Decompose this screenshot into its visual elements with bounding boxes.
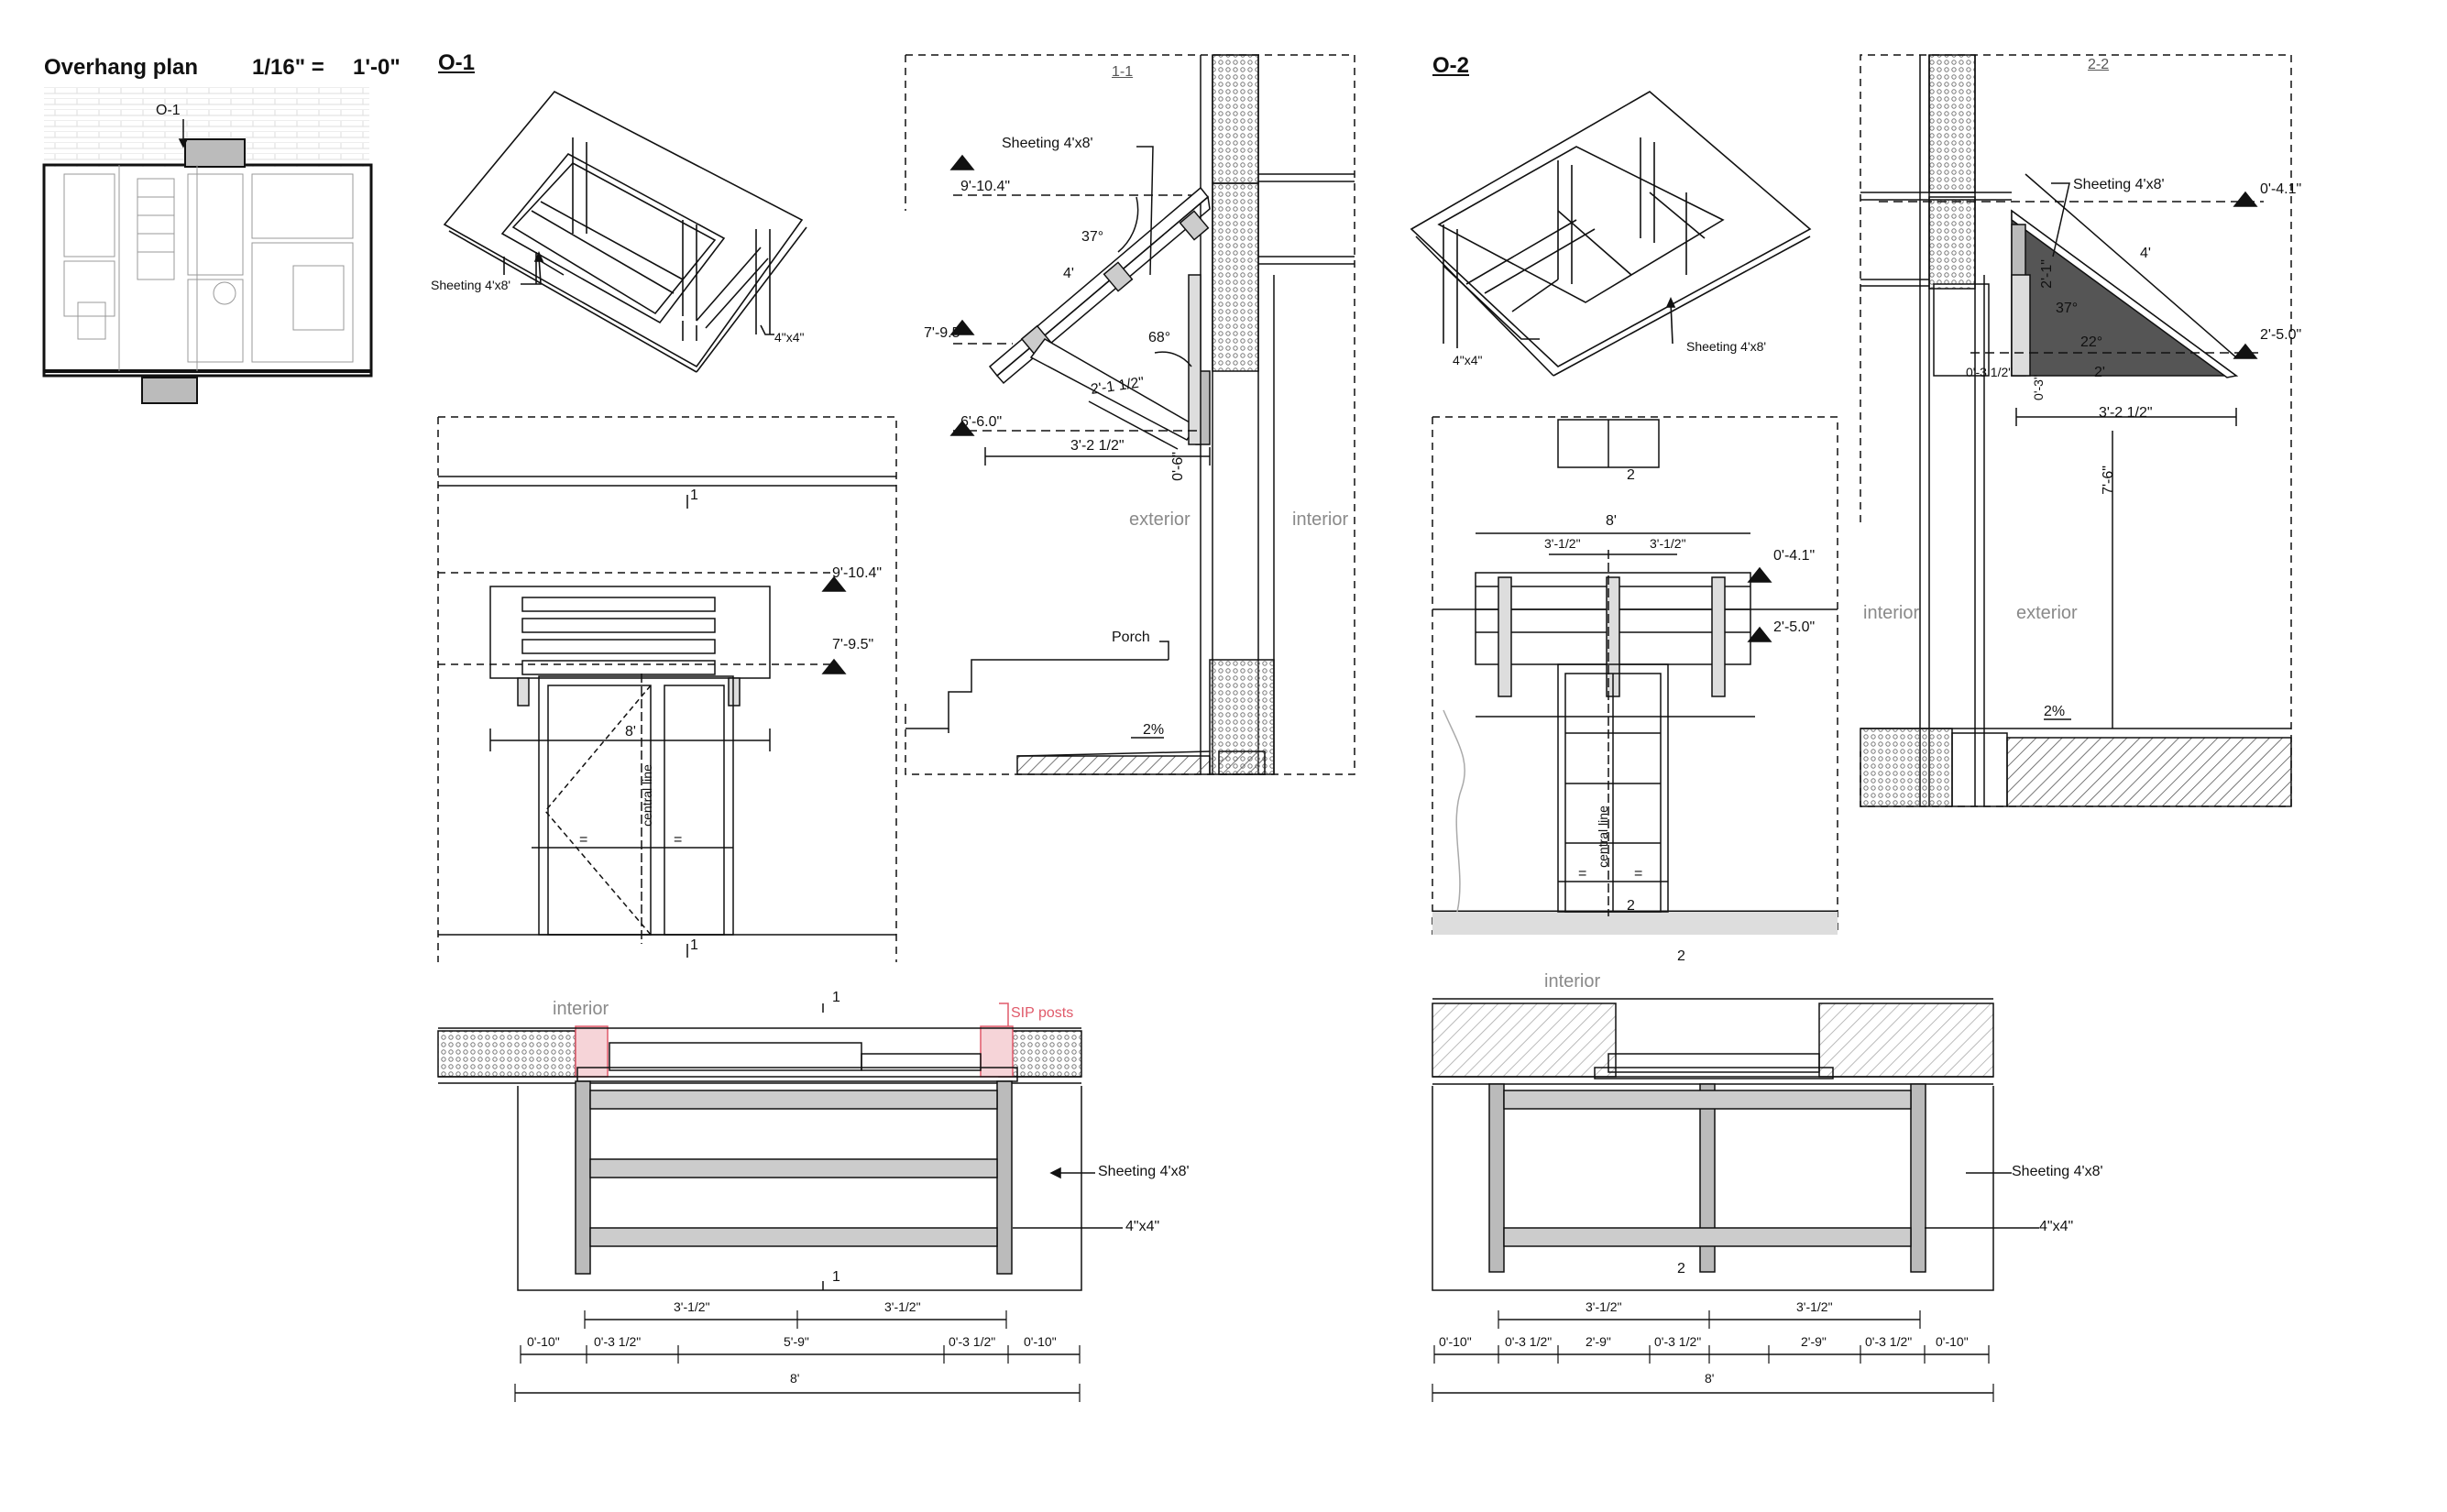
scale-right: 1'-0"	[353, 55, 401, 80]
s22-len-4: 4'	[2140, 246, 2151, 261]
o1-dim-59: 5'-9"	[784, 1334, 809, 1349]
s22-len-3212: 3'-2 1/2"	[2099, 405, 2153, 421]
o2-iso-post-label: 4"x4"	[1453, 353, 1483, 367]
o2-elev-eq-right: =	[1634, 866, 1643, 882]
s22-slope-label: 2%	[2044, 704, 2066, 719]
s11-el-660: 6'-6.0"	[960, 414, 1003, 430]
o2-plan-interior-label: interior	[1544, 971, 1601, 992]
s11-el-9104: 9'-10.4"	[960, 179, 1011, 194]
o1-isometric	[443, 90, 807, 373]
o2-dim-0312-a: 0'-3 1/2"	[1505, 1334, 1553, 1349]
o1-dim-312-a: 3'-1/2"	[674, 1299, 710, 1314]
o2-elev-el-041: 0'-4.1"	[1773, 548, 1816, 564]
s22-exterior-label: exterior	[2016, 603, 2078, 623]
o2-elev-width-8: 8'	[1606, 513, 1617, 529]
scale-left: 1/16" =	[252, 55, 324, 80]
o2-dim-010-a: 0'-10"	[1439, 1334, 1472, 1349]
s22-angle-22: 22°	[2080, 334, 2103, 350]
o1-plan-post-label: 4"x4"	[1125, 1219, 1160, 1234]
o1-elev-central-line: central line	[639, 764, 654, 827]
o1-elev-width-8: 8'	[625, 724, 636, 740]
o2-dim-010-b: 0'-10"	[1936, 1334, 1969, 1349]
s22-len-2: 2'	[2094, 365, 2105, 380]
s22-el-041: 0'-4.1"	[2260, 181, 2302, 197]
o2-elev-section-mark-top: 2	[1627, 467, 1635, 483]
section-label-2-2: 2-2	[2088, 57, 2110, 72]
o1-plan-section-mark-top: 1	[832, 990, 840, 1005]
o1-elev-section-mark-bottom: 1	[690, 937, 698, 953]
section-2-2	[1860, 54, 2292, 807]
s22-angle-37: 37°	[2056, 301, 2079, 316]
o2-isometric	[1410, 91, 1812, 377]
o1-dim-0312-b: 0'-3 1/2"	[949, 1334, 996, 1349]
o1-plan-section-mark-bottom: 1	[832, 1269, 840, 1285]
o2-elev-312-b: 3'-1/2"	[1650, 536, 1686, 551]
o1-elev-eq-right: =	[674, 832, 683, 848]
detail-title-o1: O-1	[438, 50, 476, 75]
s11-exterior-label: exterior	[1129, 509, 1191, 530]
s11-angle-68: 68°	[1148, 330, 1171, 345]
o1-dim-0312-a: 0'-3 1/2"	[594, 1334, 642, 1349]
section-label-1-1: 1-1	[1112, 64, 1134, 80]
o2-dim-312-a: 3'-1/2"	[1586, 1299, 1622, 1314]
s11-sheeting-label: Sheeting 4'x8'	[1002, 136, 1093, 151]
o1-elev-el-795: 7'-9.5"	[832, 637, 874, 652]
o2-front-elevation	[1432, 416, 1838, 935]
o1-front-elevation	[437, 416, 897, 962]
s11-len-4: 4'	[1063, 266, 1074, 281]
o1-dim-8: 8'	[790, 1371, 800, 1386]
o1-elev-eq-left: =	[579, 832, 588, 848]
o2-plan-section-mark-top: 2	[1677, 948, 1685, 964]
o2-elev-section-mark-bottom: 2	[1627, 898, 1635, 914]
o1-elev-section-mark-top: 1	[690, 488, 698, 503]
o2-dim-29-b: 2'-9"	[1801, 1334, 1827, 1349]
s11-len-06: 0'-6"	[1169, 452, 1186, 481]
s22-interior-label: interior	[1863, 603, 1920, 623]
o1-plan-sheeting-label: Sheeting 4'x8'	[1098, 1164, 1190, 1179]
o2-elev-312-a: 3'-1/2"	[1544, 536, 1581, 551]
o2-dim-0312-c: 0'-3 1/2"	[1865, 1334, 1913, 1349]
floor-plan	[42, 84, 373, 404]
o2-plan-section	[1432, 998, 2039, 1402]
o2-elev-el-250: 2'-5.0"	[1773, 619, 1816, 635]
detail-title-o2: O-2	[1432, 53, 1470, 78]
o2-dim-29-a: 2'-9"	[1586, 1334, 1611, 1349]
o2-plan-post-label: 4"x4"	[2039, 1219, 2074, 1234]
o1-elev-el-9104: 9'-10.4"	[832, 565, 883, 581]
o2-iso-sheeting-label: Sheeting 4'x8'	[1686, 339, 1767, 354]
plan-marker: O-1	[156, 103, 181, 118]
sheet-title: Overhang plan	[44, 55, 199, 80]
o2-dim-8: 8'	[1705, 1371, 1715, 1386]
s22-len-03: 0'-3"	[2030, 375, 2046, 400]
section-1-1	[905, 54, 1355, 775]
o2-dim-312-b: 3'-1/2"	[1796, 1299, 1833, 1314]
s22-el-250: 2'-5.0"	[2260, 327, 2302, 343]
o1-plan-section	[437, 1003, 1123, 1402]
o2-plan-section-mark-bottom: 2	[1677, 1261, 1685, 1276]
o2-elev-central-line: central line	[1595, 805, 1610, 868]
s11-slope-label: 2%	[1143, 722, 1165, 738]
o1-plan-sip-posts-label: SIP posts	[1011, 1005, 1074, 1021]
s11-interior-label: interior	[1292, 509, 1349, 530]
s22-len-0312: 0'-3 1/2"	[1966, 365, 2014, 379]
o2-plan-sheeting-label: Sheeting 4'x8'	[2012, 1164, 2103, 1179]
o2-dim-0312-b: 0'-3 1/2"	[1654, 1334, 1702, 1349]
s11-el-795: 7'-9.5"	[924, 325, 966, 341]
o2-elev-eq-left: =	[1578, 866, 1587, 882]
o1-iso-sheeting-label: Sheeting 4'x8'	[431, 278, 511, 292]
o1-dim-010-b: 0'-10"	[1024, 1334, 1057, 1349]
o1-dim-010-a: 0'-10"	[527, 1334, 560, 1349]
s11-len-3212: 3'-2 1/2"	[1070, 438, 1125, 454]
o1-dim-312-b: 3'-1/2"	[884, 1299, 921, 1314]
s11-angle-37: 37°	[1081, 229, 1104, 245]
s22-len-76: 7'-6"	[2100, 466, 2116, 495]
o1-iso-post-label: 4"x4"	[774, 330, 805, 345]
o1-plan-interior-label: interior	[553, 999, 609, 1019]
s22-sheeting-label: Sheeting 4'x8'	[2073, 177, 2165, 192]
s22-len-21: 2'-1"	[2038, 259, 2055, 289]
s11-porch-label: Porch	[1112, 630, 1150, 645]
